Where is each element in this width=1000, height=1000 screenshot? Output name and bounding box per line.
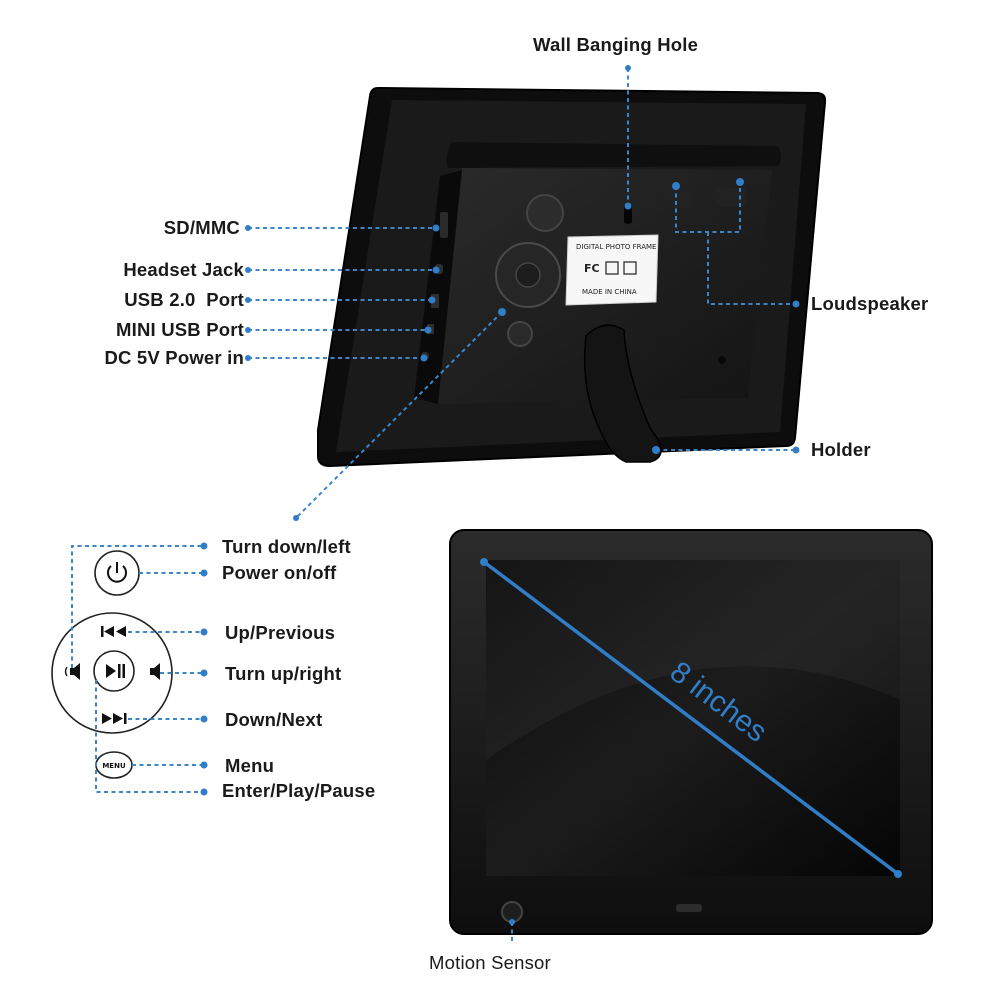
label-down-next: Down/Next — [225, 709, 323, 730]
wall-hole — [624, 205, 632, 224]
sticker-marks: FC — [584, 262, 600, 275]
frame-back-illustration: DIGITAL PHOTO FRAME FC MADE IN CHINA — [317, 86, 827, 468]
menu-button-glyph: MENU — [102, 762, 126, 770]
label-sticker: DIGITAL PHOTO FRAME FC MADE IN CHINA — [565, 234, 659, 306]
leader-lines — [71, 68, 796, 944]
sticker-title: DIGITAL PHOTO FRAME — [576, 243, 656, 251]
label-loudspeaker: Loudspeaker — [811, 293, 929, 314]
label-headset-jack: Headset Jack — [123, 259, 244, 280]
button-legend: MENU — [51, 550, 173, 779]
power-icon — [107, 565, 127, 583]
label-turn-up-right: Turn up/right — [225, 663, 342, 684]
sticker-origin: MADE IN CHINA — [582, 288, 637, 296]
label-mini-usb-port: MINI USB Port — [116, 319, 244, 340]
label-holder: Holder — [811, 439, 871, 460]
label-up-previous: Up/Previous — [225, 622, 336, 643]
label-power: Power on/off — [222, 562, 337, 583]
label-sd-mmc: SD/MMC — [163, 217, 240, 238]
back-menu-button — [507, 321, 533, 347]
volume-up-icon — [150, 663, 160, 680]
label-usb20-port: USB 2.0 Port — [124, 289, 244, 310]
frame-front-illustration — [449, 529, 933, 935]
label-menu: Menu — [225, 755, 275, 776]
next-icon — [102, 713, 127, 724]
sd-slot — [440, 212, 448, 238]
back-power-button — [526, 194, 564, 232]
volume-down-icon — [64, 663, 80, 680]
holder-stand — [583, 324, 662, 463]
play-pause-icon — [106, 664, 125, 678]
leader-dots — [200, 65, 800, 925]
previous-icon — [101, 626, 126, 637]
label-enter-play-pause: Enter/Play/Pause — [222, 780, 376, 801]
label-wall-hole: Wall Banging Hole — [533, 34, 699, 55]
label-motion-sensor: Motion Sensor — [429, 952, 551, 973]
label-turn-down-left: Turn down/left — [222, 536, 351, 557]
speaker-grilles — [666, 188, 746, 208]
label-dc-5v-power: DC 5V Power in — [104, 347, 244, 368]
